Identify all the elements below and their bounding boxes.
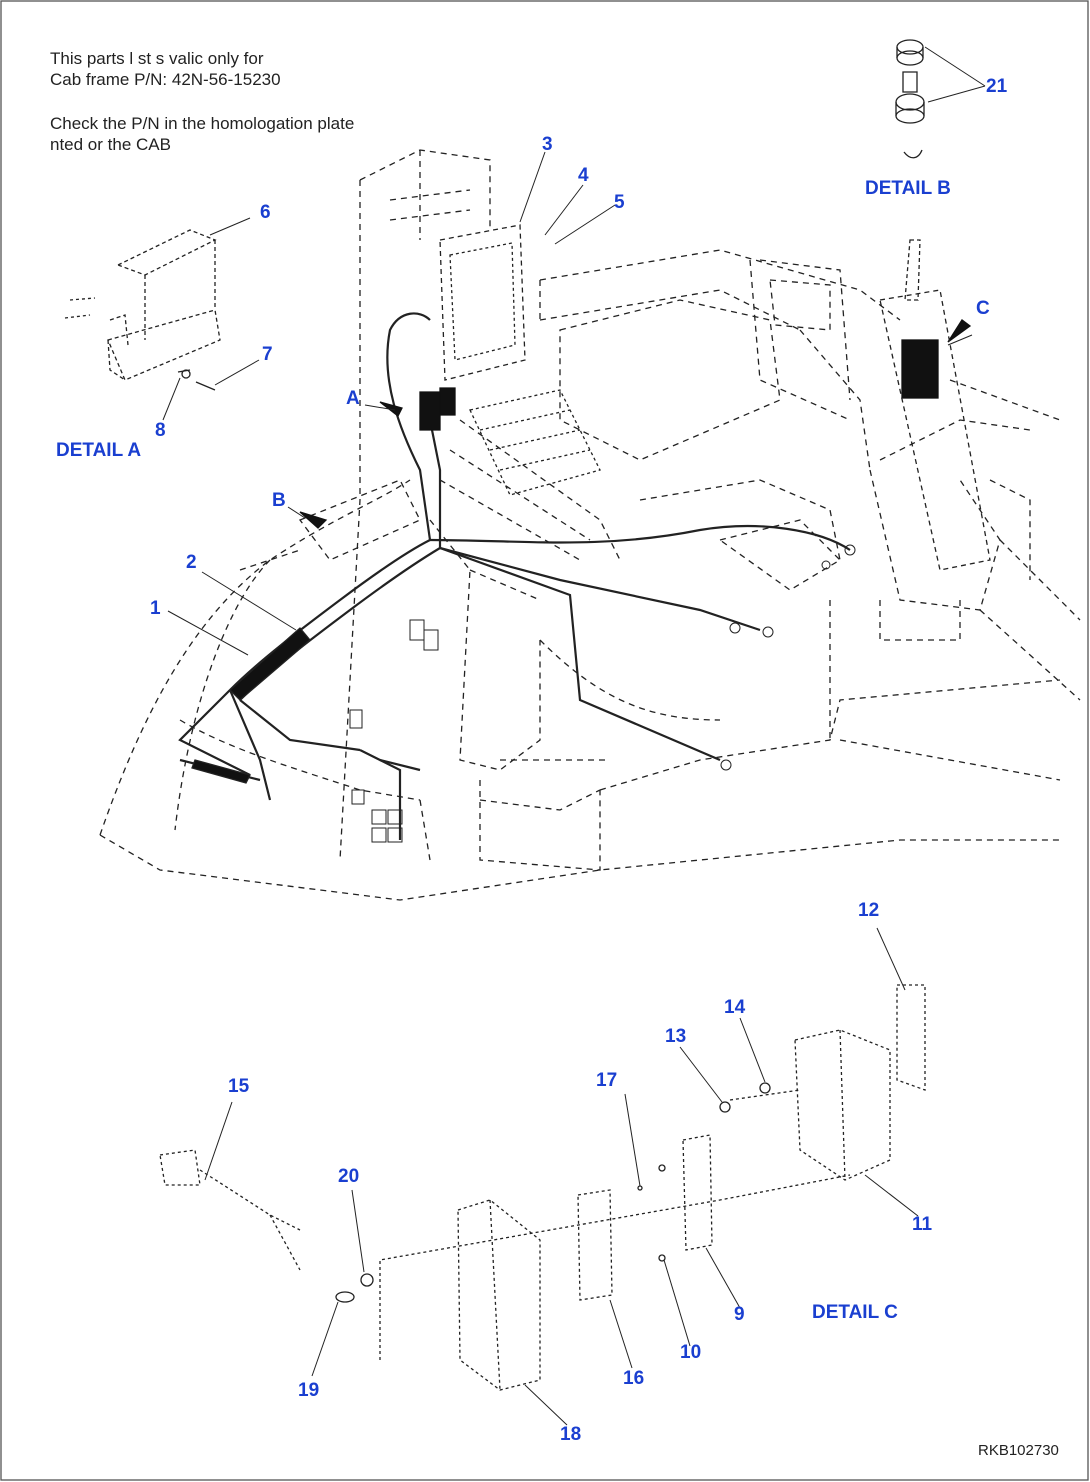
cab-floor-outline — [99, 149, 1081, 901]
callout-21: 21 — [986, 76, 1008, 97]
detail-b-label: DETAIL B — [865, 178, 951, 199]
monitor-outline — [439, 224, 526, 381]
note-line-2: Cab frame P/N: 42N-56-15230 — [50, 70, 281, 89]
callout-17: 17 — [596, 1070, 618, 1091]
callout-18: 18 — [560, 1424, 582, 1445]
callout-19: 19 — [298, 1380, 320, 1401]
callout-3: 3 — [542, 134, 553, 155]
note-line-4: nted or the CAB — [50, 135, 171, 154]
callout-12: 12 — [858, 900, 880, 921]
note-line-1: This parts l st s valic only for — [50, 49, 264, 68]
view-letter-a: A — [346, 388, 360, 409]
detail-c-fasteners — [335, 1082, 771, 1303]
view-letter-b: B — [272, 490, 286, 511]
leader-lines — [162, 46, 986, 1426]
callout-1: 1 — [150, 598, 161, 619]
callout-9: 9 — [734, 1304, 745, 1325]
callout-8: 8 — [155, 420, 166, 441]
main-harness — [178, 312, 851, 840]
connector-cluster — [349, 544, 856, 843]
callout-7: 7 — [262, 344, 273, 365]
callout-4: 4 — [578, 165, 589, 186]
view-letter-c: C — [976, 298, 990, 319]
note-line-3: Check the P/N in the homologation plate — [50, 114, 355, 133]
callout-20: 20 — [338, 1166, 360, 1187]
detail-b-drawing — [895, 39, 925, 159]
detail-a-label: DETAIL A — [56, 440, 142, 461]
callout-5: 5 — [614, 192, 625, 213]
callout-16: 16 — [623, 1368, 645, 1389]
drawing-code: RKB102730 — [978, 1442, 1059, 1459]
view-arrows — [299, 319, 972, 529]
callout-2: 2 — [186, 552, 197, 573]
callout-13: 13 — [665, 1026, 687, 1047]
detail-a-drawing — [107, 229, 221, 381]
callout-15: 15 — [228, 1076, 250, 1097]
detail-c-label: DETAIL C — [812, 1302, 898, 1323]
callout-10: 10 — [680, 1342, 702, 1363]
callout-14: 14 — [724, 997, 746, 1018]
callout-11: 11 — [912, 1214, 933, 1235]
controller-c-block — [901, 339, 939, 399]
keypad-grid — [469, 389, 601, 496]
detail-a-bolt — [64, 297, 216, 391]
detail-c-drawing — [159, 984, 926, 1391]
callout-6: 6 — [260, 202, 271, 223]
